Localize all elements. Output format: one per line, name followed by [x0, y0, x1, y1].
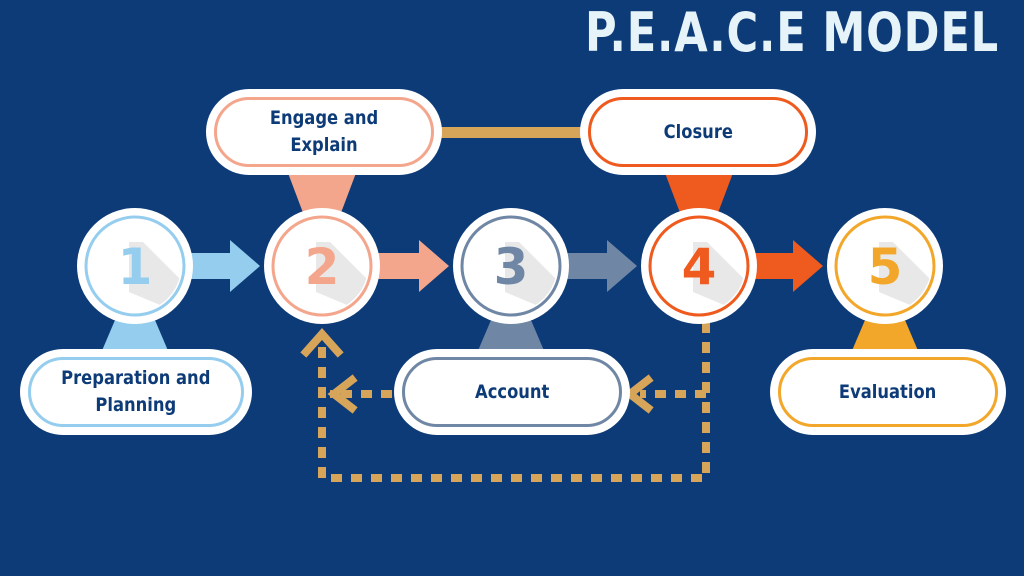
- step-1-label-box: Preparation and Planning: [20, 349, 252, 435]
- connectors: [300, 127, 710, 482]
- arrow-1-to-2: [189, 240, 260, 292]
- feedback-arrowhead-up: [300, 327, 344, 358]
- arrow-3-to-4: [565, 240, 637, 292]
- step-4-label-box: Closure: [580, 89, 816, 175]
- step-2-label-box: Engage and Explain: [206, 89, 442, 175]
- step-2-label: Engage and Explain: [269, 107, 379, 156]
- step-4-label: Closure: [663, 120, 733, 143]
- arrow-4-to-5: [753, 240, 823, 292]
- step-3-shadow: [505, 242, 557, 312]
- feedback-loop-line: [318, 322, 710, 482]
- step-3-label-border: [402, 357, 622, 427]
- step-5-shadow: [879, 242, 931, 312]
- step-5-label-box: Evaluation: [770, 349, 1006, 435]
- step-4-shadow: [693, 242, 745, 312]
- feedback-arrowhead-left-1: [327, 374, 358, 414]
- step-1-number: 1: [118, 238, 153, 296]
- step-1-label: Preparation and Planning: [61, 367, 211, 416]
- step-4-ring: [648, 215, 750, 317]
- step-2-circle: 2: [264, 208, 380, 324]
- step-5-number: 5: [868, 238, 903, 296]
- step-5-label-border: [778, 357, 998, 427]
- step-3-circle: 3: [453, 208, 569, 324]
- step-1-ring: [84, 215, 186, 317]
- step-2-number: 2: [305, 238, 340, 296]
- step-2-label-border: [214, 97, 434, 167]
- step-circles: 1 2 3 4 5: [77, 208, 943, 324]
- step-3-number: 3: [494, 238, 529, 296]
- arrow-2-to-3: [376, 240, 449, 292]
- step-5-circle: 5: [827, 208, 943, 324]
- step-2-shadow: [316, 242, 368, 312]
- top-link-bar: [440, 127, 582, 138]
- step-4-label-border: [588, 97, 808, 167]
- step-1-shadow: [129, 242, 181, 312]
- step-3-label: Account: [474, 380, 550, 403]
- diagram-title: P.E.A.C.E MODEL: [585, 1, 999, 64]
- step-3-ring: [460, 215, 562, 317]
- step-4-circle: 4: [641, 208, 757, 324]
- step-2-ring: [271, 215, 373, 317]
- step-5-ring: [834, 215, 936, 317]
- step-4-number: 4: [682, 238, 717, 296]
- step-5-label: Evaluation: [839, 380, 937, 403]
- step-3-label-box: Account: [394, 349, 630, 435]
- step-1-circle: 1: [77, 208, 193, 324]
- step-1-label-border: [28, 357, 244, 427]
- arrows: [189, 240, 823, 292]
- feedback-arrowhead-left-2: [623, 374, 654, 414]
